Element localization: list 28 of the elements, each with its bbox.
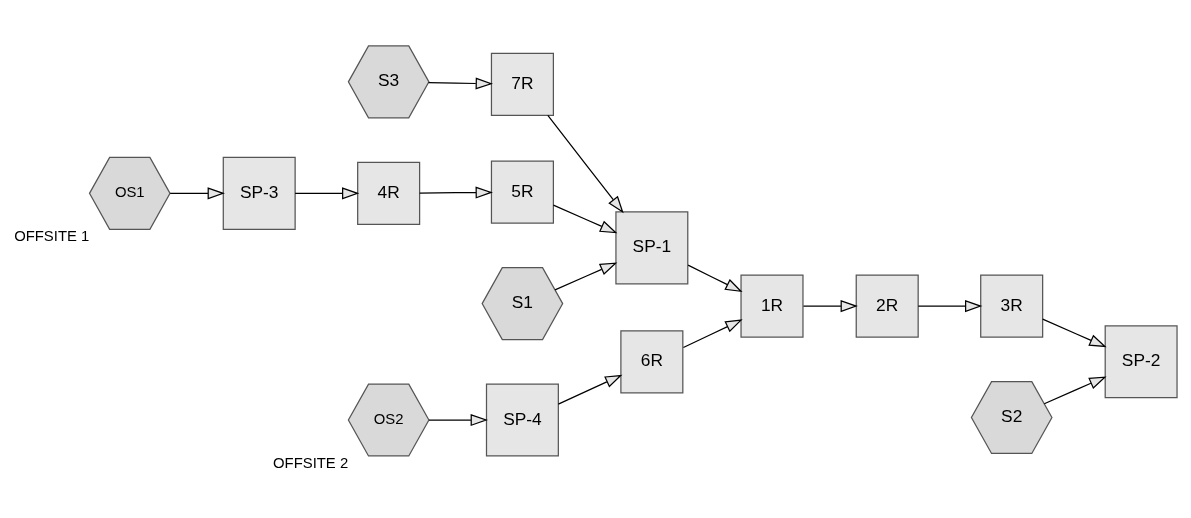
arrow [169, 187, 225, 200]
arrow [682, 319, 743, 349]
arrow [427, 77, 493, 90]
node-box: 1R [740, 274, 804, 338]
arrow [428, 413, 488, 427]
arrow [557, 374, 623, 405]
arrow [1042, 318, 1107, 348]
node-box: 7R [490, 52, 554, 116]
node-box: SP-2 [1104, 325, 1178, 399]
node-box: 6R [620, 330, 684, 394]
node-box: SP-4 [485, 383, 559, 457]
arrow [552, 204, 618, 234]
node-box: 5R [490, 160, 554, 224]
arrow [294, 187, 360, 200]
node-box: SP-3 [222, 156, 296, 230]
arrow [687, 264, 743, 293]
node-box: 2R [855, 274, 919, 338]
node-box: SP-1 [615, 211, 689, 285]
arrow [1043, 376, 1107, 405]
node-label: OFFSITE 2 [273, 454, 349, 471]
arrow [547, 114, 624, 214]
arrow [917, 300, 983, 313]
arrow [802, 300, 858, 313]
node-box: 3R [980, 274, 1044, 338]
node-box: 4R [357, 161, 421, 225]
node-label: OFFSITE 1 [14, 228, 90, 245]
arrow [554, 262, 618, 291]
arrow [419, 186, 493, 199]
